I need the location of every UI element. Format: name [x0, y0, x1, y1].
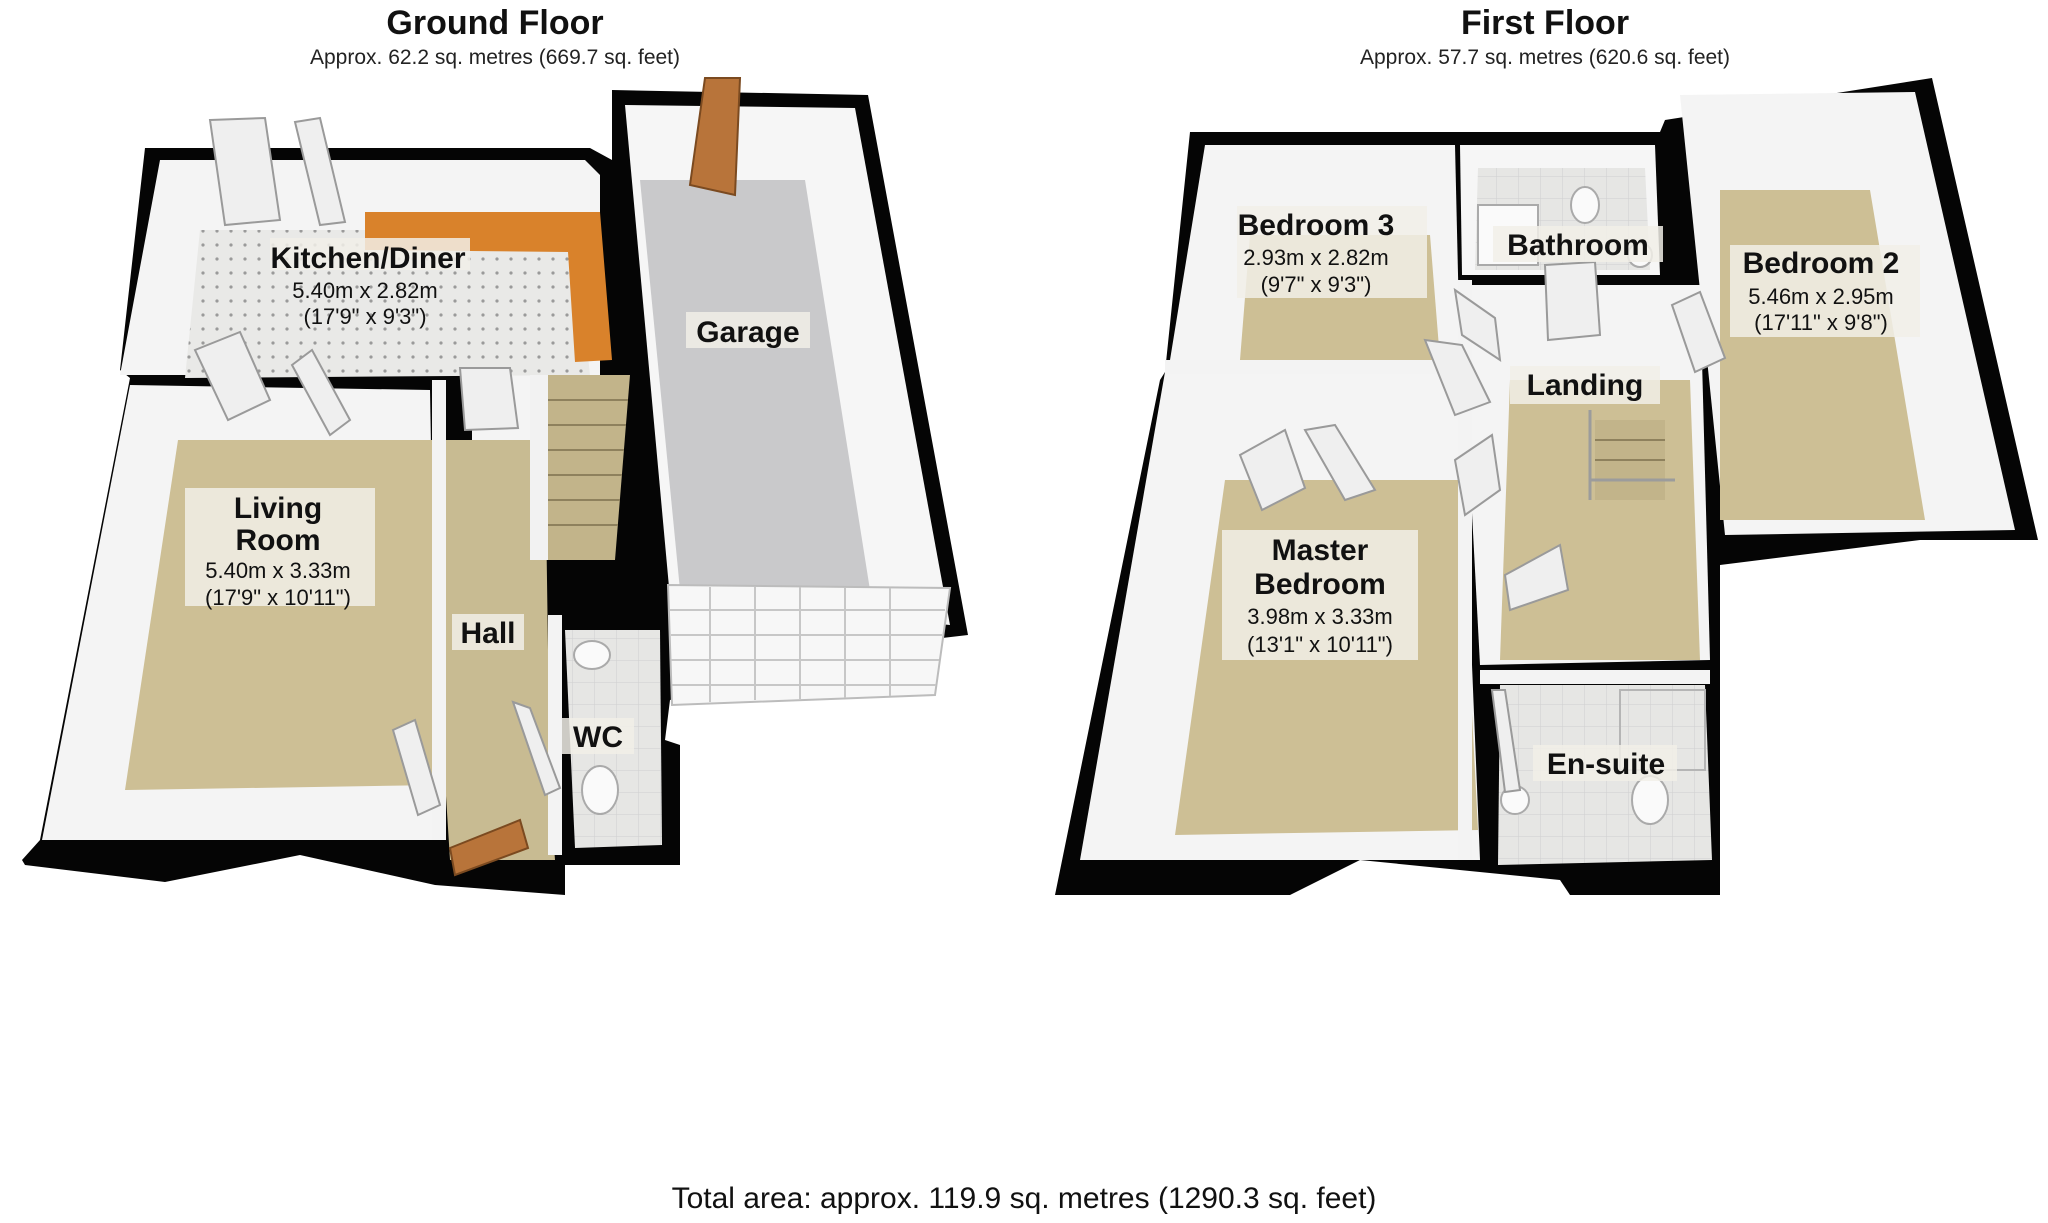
- bedroom2-name: Bedroom 2: [1743, 247, 1900, 280]
- ground-floor-title: Ground Floor: [386, 4, 603, 42]
- total-area: Total area: approx. 119.9 sq. metres (12…: [672, 1182, 1377, 1215]
- floor-headings: Ground Floor Approx. 62.2 sq. metres (66…: [310, 4, 1730, 69]
- bathroom-toilet: [1570, 186, 1600, 224]
- living-hall-wall: [432, 380, 446, 840]
- kitchen-metric: 5.40m x 2.82m: [292, 278, 438, 303]
- landing-name: Landing: [1527, 369, 1644, 402]
- master-landing-wall: [1458, 280, 1472, 860]
- first-floor-doors: [1238, 260, 1727, 794]
- master-metric: 3.98m x 3.33m: [1247, 604, 1393, 629]
- bathroom-name: Bathroom: [1507, 229, 1649, 262]
- first-floor-title: First Floor: [1461, 4, 1629, 42]
- room-labels: Kitchen/Diner 5.40m x 2.82m (17'9" x 9'3…: [185, 206, 1920, 781]
- hall-wc-wall: [548, 615, 562, 855]
- bedroom2-metric: 5.46m x 2.95m: [1748, 284, 1894, 309]
- hall-name: Hall: [460, 617, 515, 650]
- landing-ensuite-wall: [1480, 670, 1710, 684]
- living-metric: 5.40m x 3.33m: [205, 558, 351, 583]
- garage-floor: [640, 180, 870, 590]
- kitchen-name: Kitchen/Diner: [270, 242, 465, 275]
- bedroom3-master-wall: [1165, 360, 1465, 374]
- ground-floor: [22, 77, 968, 895]
- ensuite-toilet: [1631, 775, 1669, 825]
- living-name-line1: Living: [234, 492, 322, 525]
- living-imperial: (17'9" x 10'11"): [205, 585, 351, 610]
- bedroom3-name: Bedroom 3: [1238, 209, 1395, 242]
- first-floor-area: Approx. 57.7 sq. metres (620.6 sq. feet): [1360, 46, 1730, 69]
- garage-name: Garage: [696, 316, 799, 349]
- bedroom2-imperial: (17'11" x 9'8"): [1754, 310, 1888, 335]
- bedroom3-imperial: (9'7" x 9'3"): [1261, 272, 1372, 297]
- wc-basin: [573, 640, 611, 670]
- ground-floor-area: Approx. 62.2 sq. metres (669.7 sq. feet): [310, 46, 680, 69]
- wc-toilet: [581, 765, 619, 815]
- ground-stairs: [530, 375, 630, 560]
- master-imperial: (13'1" x 10'11"): [1247, 632, 1393, 657]
- bedroom3-metric: 2.93m x 2.82m: [1243, 245, 1389, 270]
- master-name-line2: Bedroom: [1254, 568, 1386, 601]
- first-floor-stairwell: [1588, 410, 1675, 500]
- garage-side-door: [688, 77, 742, 197]
- master-name-line1: Master: [1272, 534, 1369, 567]
- living-name-line2: Room: [236, 524, 321, 557]
- garage-door: [666, 583, 952, 707]
- ensuite-name: En-suite: [1547, 748, 1665, 781]
- wc-name: WC: [573, 721, 623, 754]
- kitchen-imperial: (17'9" x 9'3"): [303, 304, 426, 329]
- ground-doors: [193, 77, 742, 877]
